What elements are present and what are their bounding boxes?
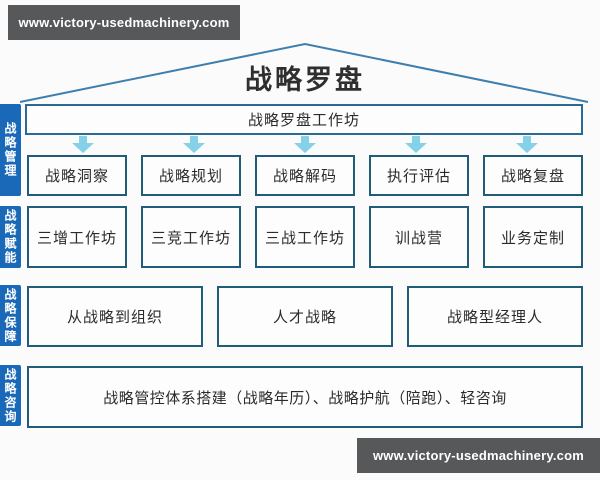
phase-row: 战略洞察 战略规划 战略解码 执行评估 战略复盘 (27, 155, 583, 196)
arrow-down-icon (294, 136, 316, 153)
side-label-strategy-empowerment: 战略赋能 (0, 206, 21, 268)
arrow-down-icon (182, 136, 205, 153)
diagram-box: 三竞工作坊 (141, 206, 241, 268)
diagram-box: 人才战略 (217, 286, 393, 347)
diagram-box: 战略复盘 (483, 155, 583, 196)
side-label-strategy-management: 战略管理 (0, 104, 21, 196)
workshop-banner-box: 战略罗盘工作坊 (25, 104, 583, 135)
diagram-box: 执行评估 (369, 155, 469, 196)
arrow-down-icon (516, 136, 539, 153)
side-label-strategy-guarantee: 战略保障 (0, 285, 21, 346)
diagram-box: 战略型经理人 (407, 286, 583, 347)
diagram-title: 战略罗盘 (245, 65, 365, 95)
program-row: 从战略到组织 人才战略 战略型经理人 (27, 286, 583, 347)
consulting-row: 战略管控体系搭建（战略年历）、战略护航（陪跑）、轻咨询 (27, 366, 583, 428)
diagram-box: 训战营 (369, 206, 469, 268)
diagram-box: 战略洞察 (27, 155, 127, 196)
watermark-top: www.victory-usedmachinery.com (8, 5, 240, 40)
diagram-box: 从战略到组织 (27, 286, 203, 347)
diagram-box: 战略规划 (141, 155, 241, 196)
diagram-box: 三战工作坊 (255, 206, 355, 268)
diagram-box: 三增工作坊 (27, 206, 127, 268)
arrow-down-icon (405, 136, 428, 153)
side-label-strategy-consulting: 战略咨询 (0, 365, 21, 426)
arrow-down-icon (71, 136, 94, 153)
arrow-row (27, 136, 583, 154)
workshop-row: 三增工作坊 三竞工作坊 三战工作坊 训战营 业务定制 (27, 206, 583, 268)
diagram-box: 业务定制 (483, 206, 583, 268)
roof-outline (19, 42, 589, 103)
diagram-box: 战略管控体系搭建（战略年历）、战略护航（陪跑）、轻咨询 (27, 366, 583, 428)
diagram-box: 战略解码 (255, 155, 355, 196)
watermark-bottom: www.victory-usedmachinery.com (357, 438, 600, 473)
